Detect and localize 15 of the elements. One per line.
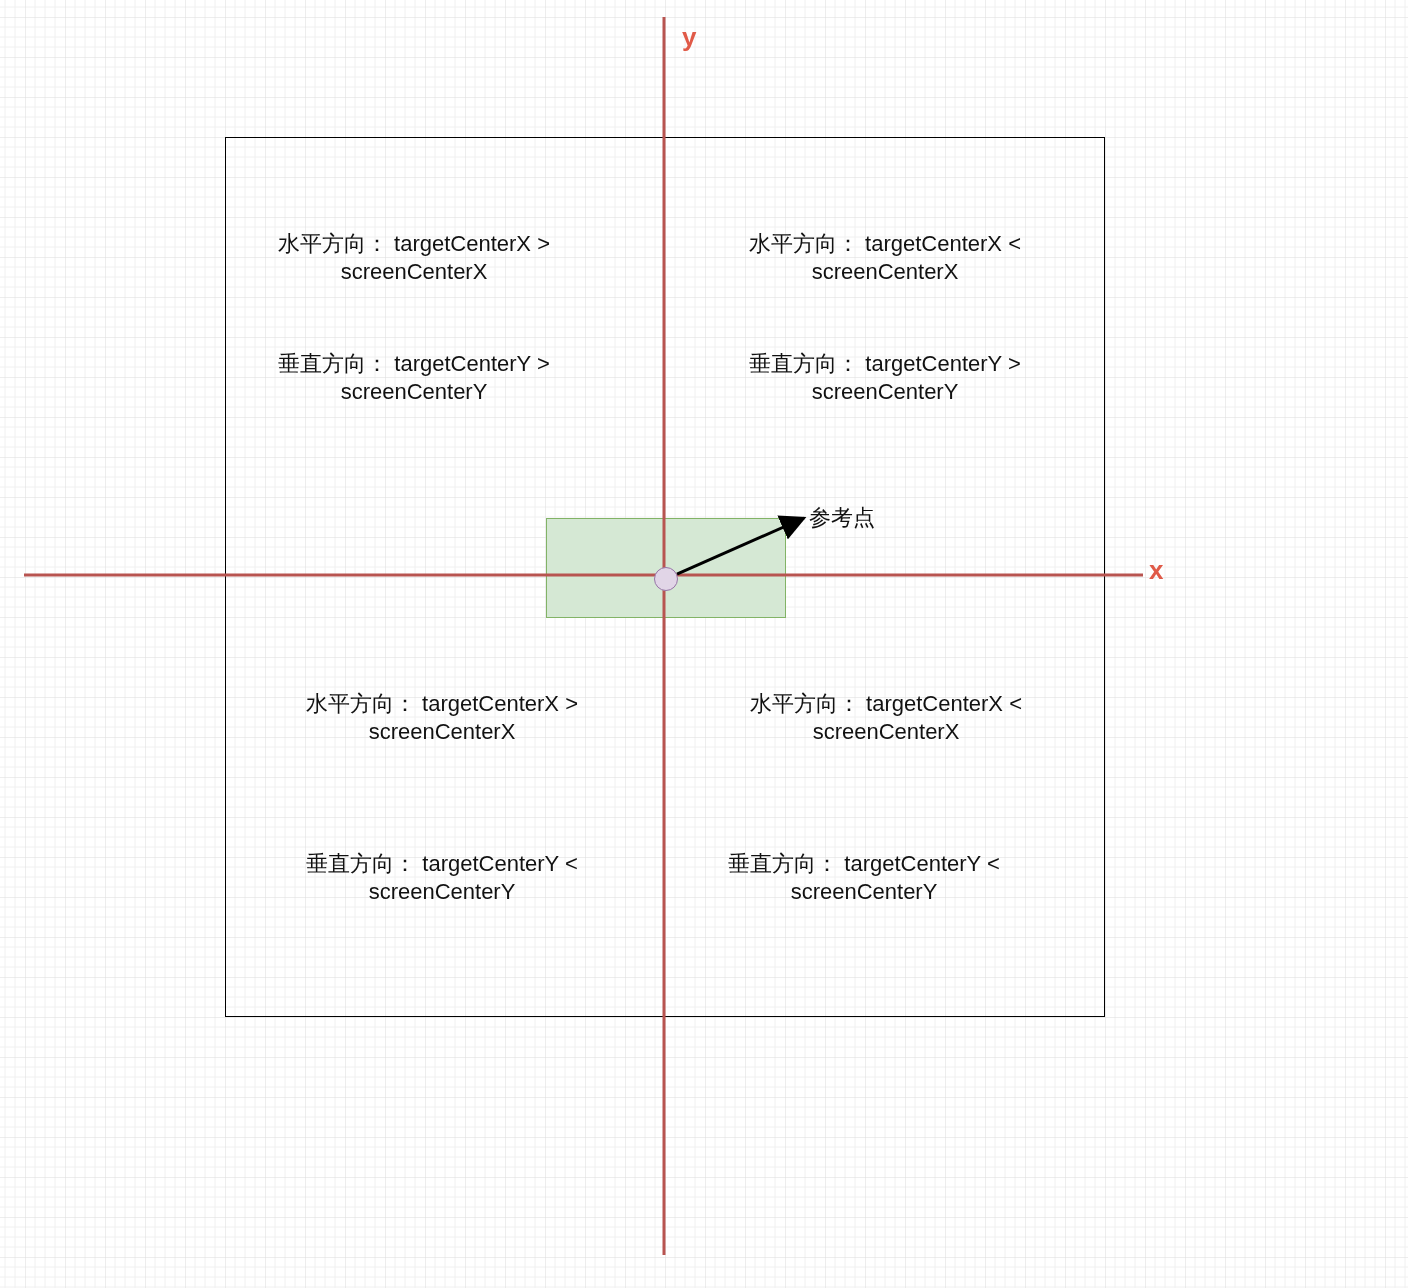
- arrow: [676, 515, 807, 576]
- condition-text: 垂直方向： targetCenterY < screenCenterY: [305, 850, 579, 906]
- condition-text: 水平方向： targetCenterX > screenCenterX: [276, 230, 551, 286]
- condition-text: 垂直方向： targetCenterY > screenCenterY: [748, 350, 1022, 406]
- target-box: [546, 518, 786, 618]
- axis-label: y: [682, 22, 697, 52]
- point-label: 参考点: [809, 504, 875, 532]
- axis-label: x: [1149, 555, 1164, 585]
- point-circle: [654, 567, 678, 591]
- screen-box: [225, 137, 1105, 1017]
- condition-text: 水平方向： targetCenterX < screenCenterX: [747, 230, 1022, 286]
- condition-text: 垂直方向： targetCenterY < screenCenterY: [727, 850, 1001, 906]
- condition-text: 水平方向： targetCenterX < screenCenterX: [748, 690, 1023, 746]
- condition-text: 水平方向： targetCenterX > screenCenterX: [304, 690, 579, 746]
- condition-text: 垂直方向： targetCenterY > screenCenterY: [277, 350, 551, 406]
